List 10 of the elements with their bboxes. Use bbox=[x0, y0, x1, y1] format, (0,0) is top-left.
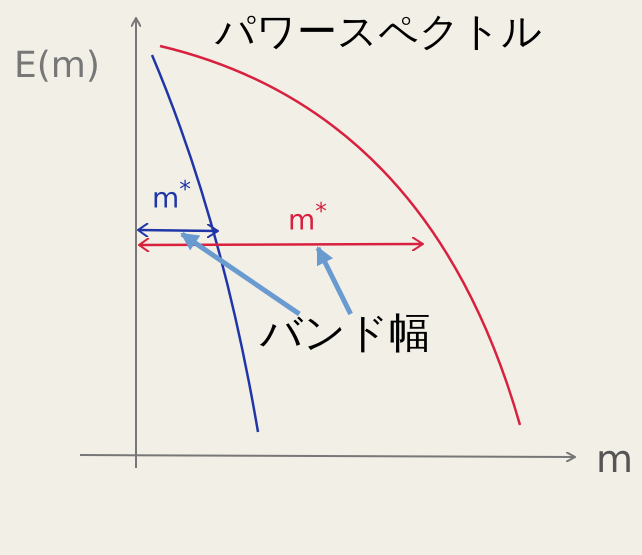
axis-label: E(m) bbox=[14, 48, 100, 84]
axis-label: m$^{*}$ bbox=[152, 178, 191, 212]
dimension-line bbox=[138, 236, 424, 253]
axis-label: m$^{*}$ bbox=[288, 200, 327, 234]
leader-arrow bbox=[316, 246, 353, 316]
leader-arrow bbox=[180, 232, 301, 316]
axis-label: m bbox=[596, 440, 634, 478]
annotation-text: バンド幅 bbox=[260, 312, 431, 354]
dimension-line bbox=[137, 222, 219, 239]
title: パワースペクトル bbox=[215, 12, 542, 52]
